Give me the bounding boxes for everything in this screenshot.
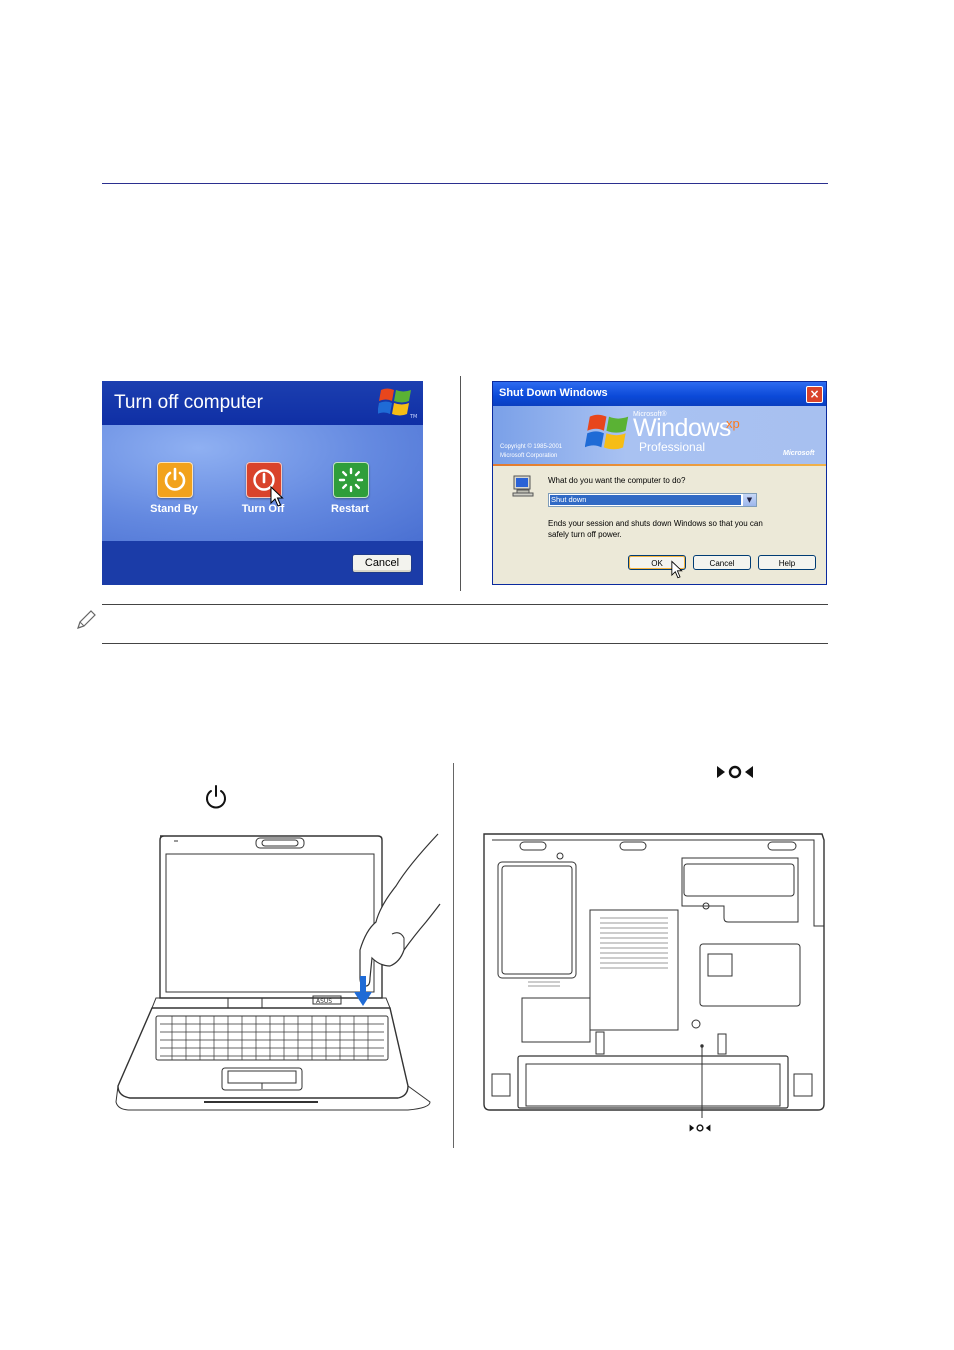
turn-off-computer-dialog: Turn off computer TM Stand By Turn Off [102,381,423,585]
note-rule-bottom [102,643,828,644]
power-icon [164,467,186,491]
xp-wordmark: xp [726,416,740,431]
pencil-note-icon [77,610,96,629]
reset-icon [689,1124,711,1132]
chevron-down-icon[interactable]: ▼ [743,494,756,506]
mouse-cursor-icon [270,486,284,507]
stand-by-label: Stand By [150,503,198,515]
cancel-button[interactable]: Cancel [693,555,751,570]
close-button[interactable]: × [806,386,823,403]
windows-logo-icon [378,388,411,416]
restart-icon [338,467,364,493]
question-text: What do you want the computer to do? [548,476,686,485]
laptop-bottom-view-illustration [483,833,825,1118]
dialog-header [102,381,423,425]
mouse-cursor-icon [671,560,683,579]
restart-button[interactable] [333,462,369,498]
power-icon [206,785,226,809]
dialog-title: Turn off computer [114,392,263,413]
computer-icon [512,475,534,497]
trademark-label: TM [410,414,418,420]
help-button[interactable]: Help [758,555,816,570]
stand-by-button[interactable] [157,462,193,498]
windows-logo-icon [585,414,629,450]
cancel-button[interactable]: Cancel [352,554,412,573]
shut-down-windows-dialog: Shut Down Windows × Microsoft® Windows x… [492,381,827,585]
turn-off-label: Turn Off [241,503,285,515]
restart-label: Restart [331,503,369,515]
dialog-titlebar [493,382,826,406]
dialog-title: Shut Down Windows [499,387,608,399]
option-description: Ends your session and shuts down Windows… [548,519,763,539]
note-rule-top [102,604,828,605]
windows-wordmark: Windows [633,414,731,442]
svg-text:ASUS: ASUS [316,998,332,1005]
reset-icon [717,765,753,779]
windows-xp-banner [493,406,826,464]
column-divider [453,763,454,1148]
shutdown-option-select[interactable]: Shut down ▼ [548,493,757,507]
power-off-icon [253,469,275,491]
microsoft-label: Microsoft® [633,411,667,418]
section-divider [102,183,828,184]
copyright-text: Copyright © 1985-2001 Microsoft Corporat… [500,444,563,459]
professional-label: Professional [639,440,706,454]
selected-option: Shut down [550,495,741,505]
microsoft-logo: Microsoft [783,450,815,457]
banner-separator [493,464,826,466]
column-divider [460,376,461,591]
laptop-power-button-illustration: ASUS [115,833,441,1111]
